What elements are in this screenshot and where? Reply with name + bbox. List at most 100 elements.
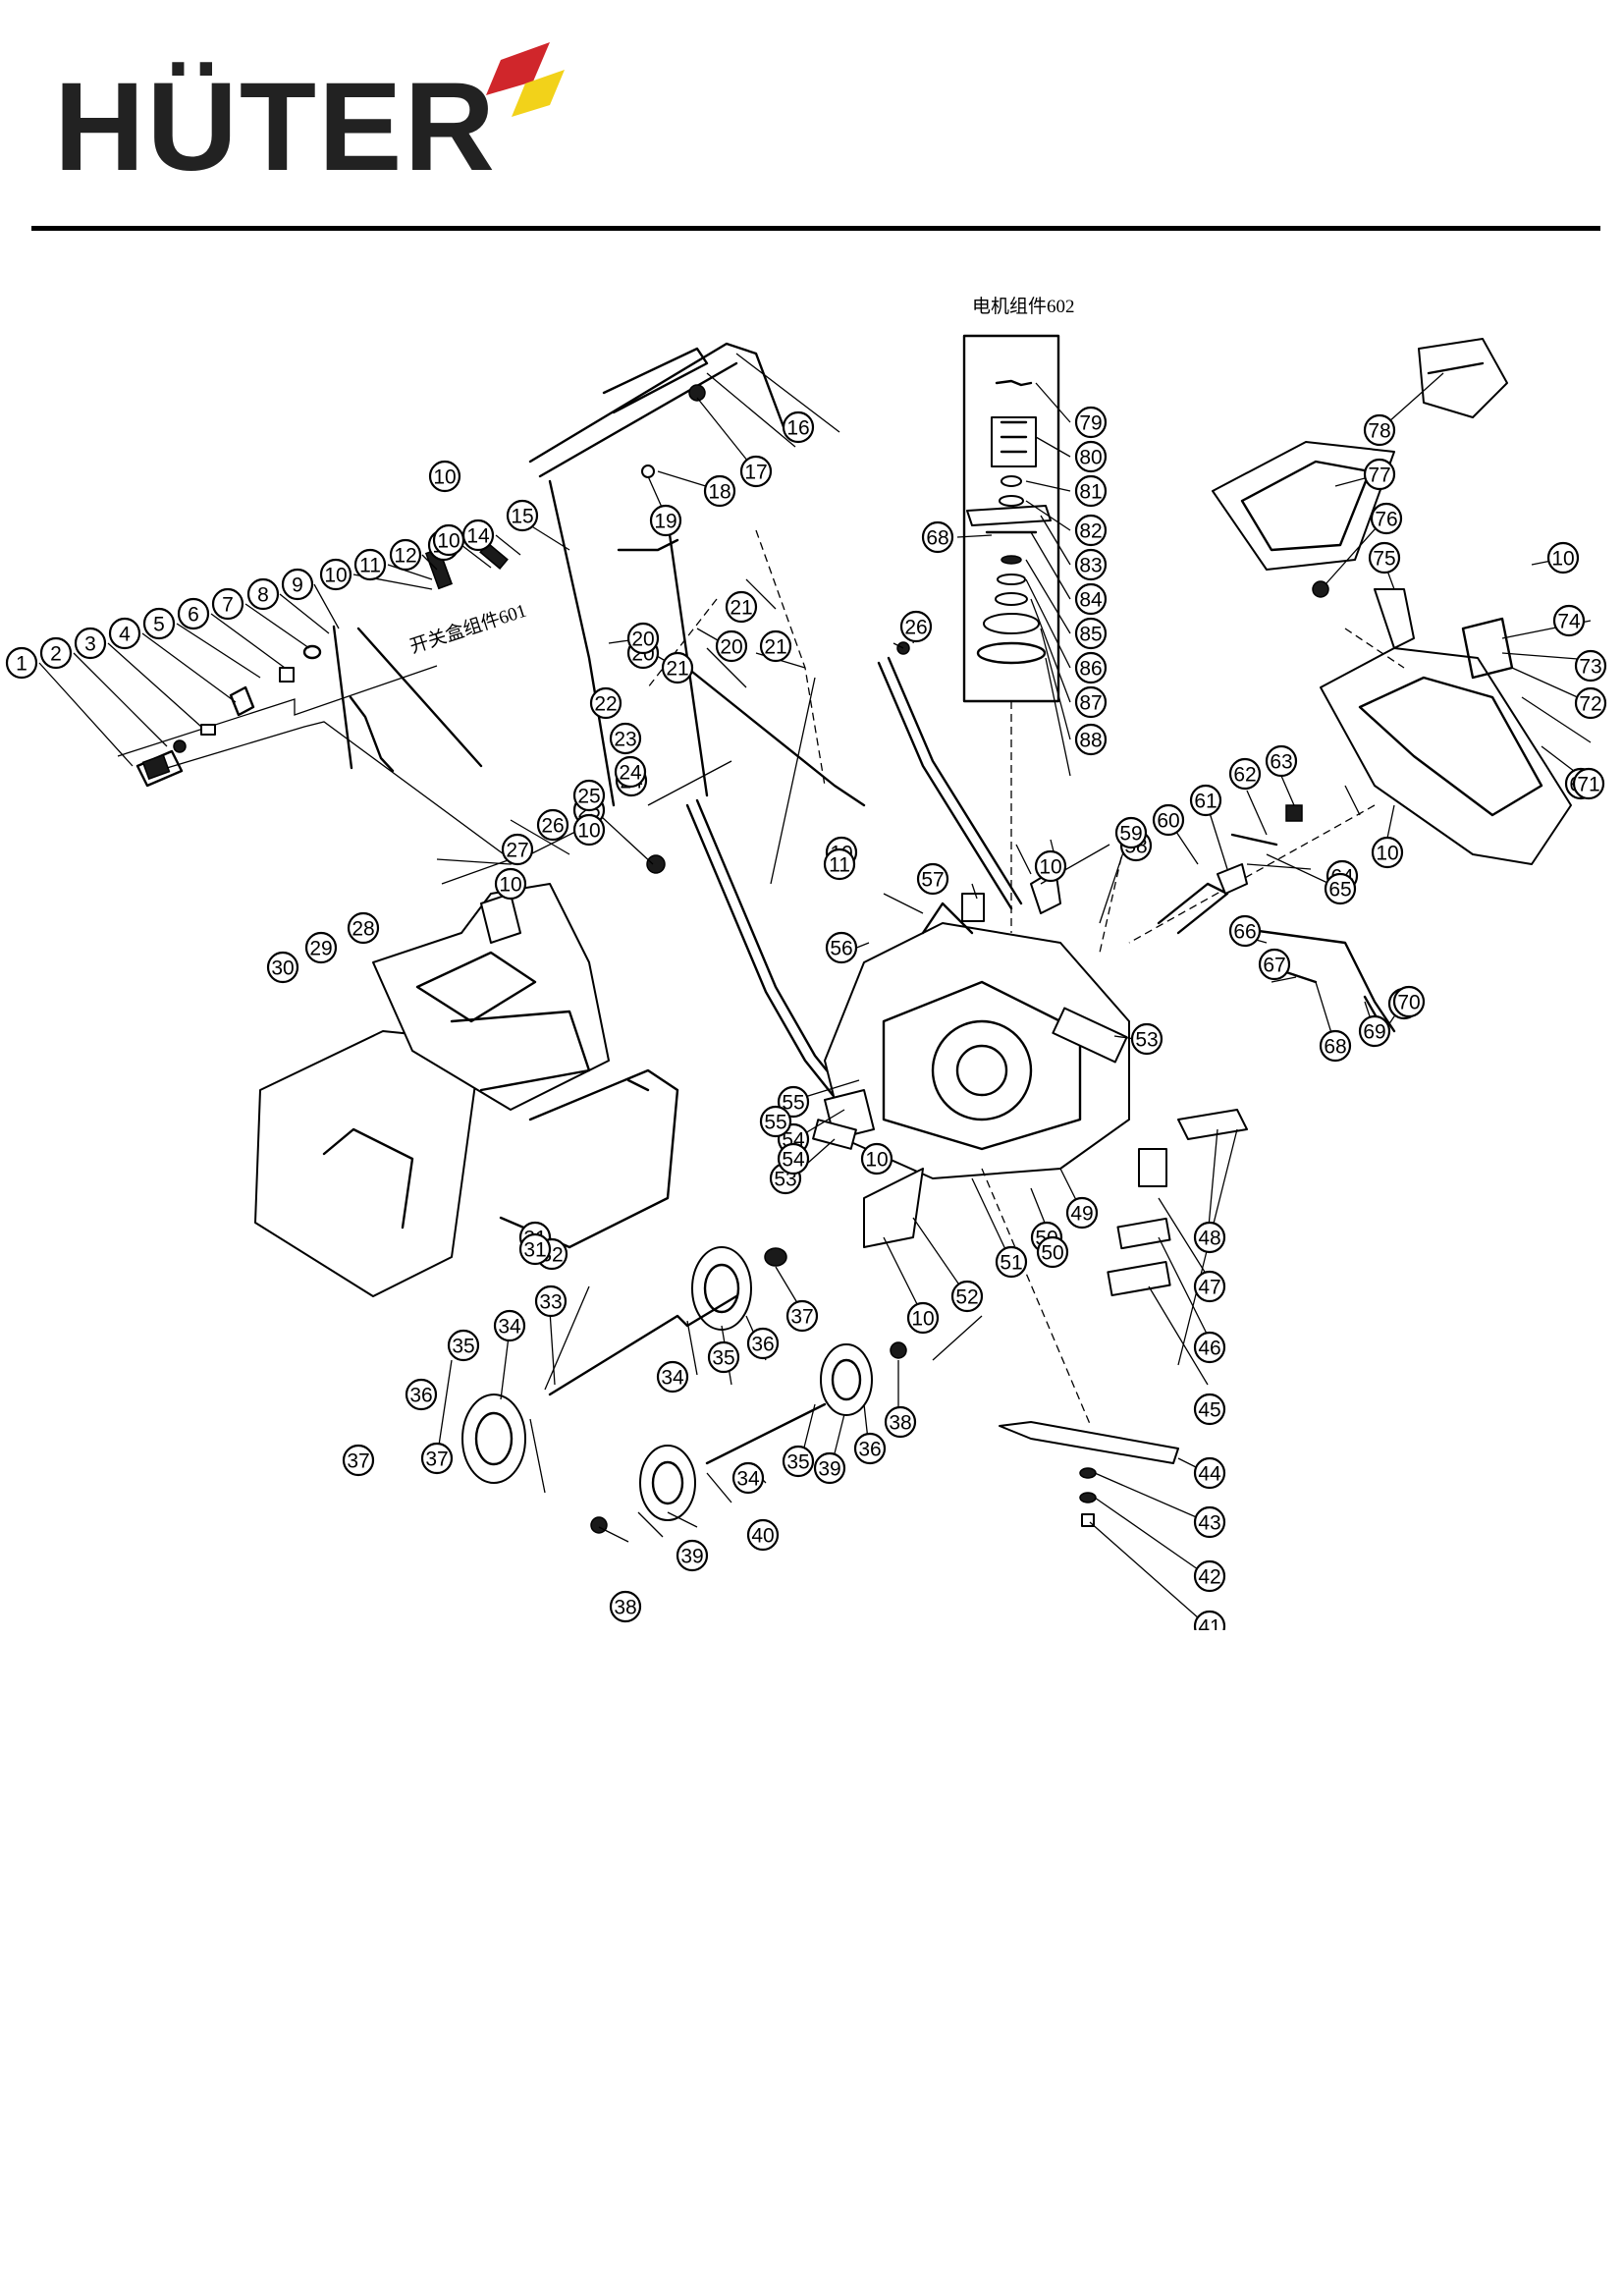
callout-80: 80 xyxy=(1074,440,1108,473)
part-76-knob xyxy=(1312,580,1329,598)
callout-9: 9 xyxy=(281,568,314,601)
callout-12: 12 xyxy=(389,538,422,572)
callout-number: 15 xyxy=(511,506,533,528)
handle-knob-26-lower xyxy=(646,854,666,874)
callout-number: 30 xyxy=(271,957,294,980)
callout-28: 28 xyxy=(347,911,380,945)
callout-55: 55 xyxy=(777,1085,810,1119)
lower-right-tube-inner xyxy=(887,656,1023,905)
callout-circle xyxy=(1034,849,1067,883)
callout-number: 25 xyxy=(577,786,600,808)
callout-circle xyxy=(572,779,606,812)
callout-number: 10 xyxy=(911,1308,934,1331)
callout-circle xyxy=(432,523,465,557)
callout-61: 61 xyxy=(1189,784,1222,817)
callout-82: 82 xyxy=(1074,514,1108,547)
motor-plate-82 xyxy=(966,505,1052,526)
callout-circle xyxy=(715,629,748,663)
front-right-wheel xyxy=(820,1341,907,1416)
nut-38-right xyxy=(890,1341,907,1359)
switch-assembly-group: 开关盒组件601 xyxy=(117,541,590,885)
callout-55: 55 xyxy=(759,1105,792,1138)
callout-circle xyxy=(501,833,534,866)
lower-left-tube xyxy=(685,803,846,1112)
part-78-detail xyxy=(1427,361,1485,375)
motor-assembly-label: 电机组件602 xyxy=(972,296,1075,317)
callout-67: 67 xyxy=(1258,948,1291,981)
part-66-lever xyxy=(1235,926,1396,1033)
callout-number: 17 xyxy=(744,462,767,484)
callout-85: 85 xyxy=(1074,617,1108,650)
callout-number: 70 xyxy=(1397,992,1420,1014)
mower-deck-group xyxy=(812,804,1376,1248)
callout-circle xyxy=(1130,1022,1163,1056)
part-6-block xyxy=(279,667,295,683)
callout-number: 75 xyxy=(1373,548,1395,571)
callout-number: 20 xyxy=(720,636,742,659)
callout-circle xyxy=(1258,948,1291,981)
callout-number: 62 xyxy=(1233,764,1256,787)
callout-4: 4 xyxy=(108,617,141,650)
part-2-screw xyxy=(173,739,187,753)
callout-number: 59 xyxy=(1119,823,1142,846)
callout-49: 49 xyxy=(1065,1196,1099,1230)
callout-circle xyxy=(211,587,244,621)
callout-10: 10 xyxy=(432,523,465,557)
callout-31: 31 xyxy=(518,1232,552,1266)
callout-77: 77 xyxy=(1363,458,1396,491)
callout-74: 74 xyxy=(1552,604,1586,637)
part-61-bracket xyxy=(1217,863,1248,895)
callout-number: 19 xyxy=(654,511,676,533)
callout-10: 10 xyxy=(494,867,527,901)
callout-number: 43 xyxy=(1198,1512,1220,1535)
callout-48: 48 xyxy=(1193,1221,1226,1254)
callout-circle xyxy=(626,622,660,655)
callout-number: 42 xyxy=(1198,1566,1220,1589)
callout-circle xyxy=(899,610,933,643)
callout-24: 24 xyxy=(614,755,647,789)
part-46 xyxy=(1116,1217,1171,1250)
callout-circle xyxy=(536,808,569,842)
callout-number: 79 xyxy=(1079,412,1102,435)
callout-number: 4 xyxy=(119,624,131,646)
callout-circle xyxy=(813,1451,846,1485)
callout-number: 86 xyxy=(1079,658,1102,681)
callout-circle xyxy=(1193,1221,1226,1254)
part-63-switch xyxy=(1285,804,1303,822)
callout-51: 51 xyxy=(995,1245,1028,1279)
callout-number: 2 xyxy=(50,643,62,666)
callout-circle xyxy=(1074,651,1108,684)
callout-number: 46 xyxy=(1198,1338,1220,1360)
callout-88: 88 xyxy=(1074,723,1108,756)
callout-number: 1 xyxy=(16,653,27,676)
callout-43: 43 xyxy=(1193,1505,1226,1539)
callout-circle xyxy=(614,755,647,789)
callout-circle xyxy=(1065,1196,1099,1230)
part-75-bracket xyxy=(1374,588,1415,649)
callout-circle xyxy=(1193,1559,1226,1593)
part-45 xyxy=(1107,1260,1171,1297)
callout-number: 21 xyxy=(764,636,786,659)
callout-number: 11 xyxy=(829,854,850,877)
wheel-39-right xyxy=(820,1343,873,1416)
part-4-trigger xyxy=(229,685,255,717)
callout-number: 54 xyxy=(782,1149,805,1172)
callout-number: 27 xyxy=(506,840,528,862)
callout-circle xyxy=(428,460,461,493)
callout-53: 53 xyxy=(1130,1022,1163,1056)
logo-text: HÜTER xyxy=(54,57,497,182)
callout-circle xyxy=(676,1539,709,1572)
callout-number: 53 xyxy=(1135,1029,1158,1052)
callout-circle xyxy=(739,455,773,488)
callout-number: 35 xyxy=(786,1451,809,1474)
callout-number: 80 xyxy=(1079,447,1102,469)
callout-number: 47 xyxy=(1198,1277,1220,1299)
callout-83: 83 xyxy=(1074,548,1108,581)
deck-pad-53-left xyxy=(812,1119,857,1150)
callout-circle xyxy=(649,504,682,537)
callout-circle xyxy=(1193,1393,1226,1426)
callout-circle xyxy=(860,1142,893,1175)
callout-number: 37 xyxy=(425,1449,448,1471)
deck-pad-53-right xyxy=(1052,1007,1128,1064)
callout-number: 76 xyxy=(1375,509,1397,531)
